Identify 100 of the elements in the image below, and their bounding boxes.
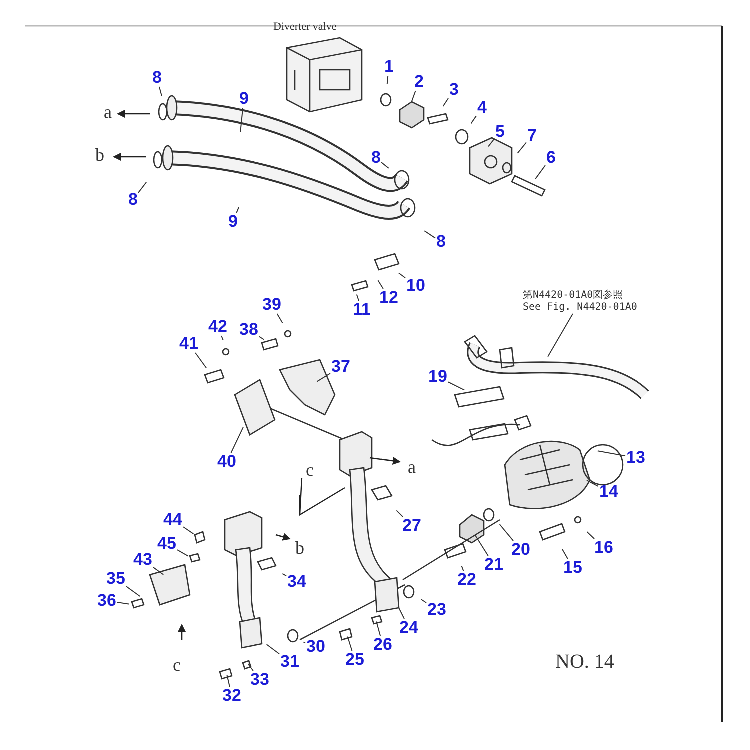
- callout-number: 11: [352, 301, 372, 319]
- callout-number: 31: [280, 653, 300, 671]
- leader-line: [236, 206, 240, 214]
- view-letter: a: [104, 102, 112, 122]
- leader-line: [488, 138, 495, 148]
- leader-line: [424, 230, 436, 239]
- leader-line: [548, 314, 574, 358]
- callout-number: 12: [378, 289, 400, 307]
- leader-line: [420, 599, 427, 604]
- leader-line: [240, 108, 244, 133]
- leader-line: [398, 606, 405, 620]
- callout-number: 4: [476, 99, 488, 117]
- callout-number: 1: [384, 58, 395, 76]
- callout-number: 8: [152, 69, 163, 87]
- leader-line: [378, 280, 384, 290]
- callout-number: 36: [96, 592, 118, 610]
- leader-line: [259, 336, 265, 340]
- reference-note: 第N4420-01A0図参照: [523, 290, 624, 302]
- callout-number: 8: [436, 233, 447, 251]
- callout-number: 39: [262, 296, 282, 314]
- callout-number: 45: [156, 535, 178, 553]
- callout-number: 25: [344, 651, 366, 669]
- callout-number: 9: [228, 213, 239, 231]
- leader-line: [398, 272, 406, 279]
- leader-line: [195, 352, 207, 369]
- callout-number: 13: [626, 449, 646, 467]
- callout-number: 22: [456, 571, 478, 589]
- callout-number: 9: [238, 90, 250, 108]
- figure-number: NO. 14: [556, 650, 614, 674]
- view-letter: b: [296, 538, 304, 558]
- callout-number: 38: [238, 321, 260, 339]
- leader-line: [597, 450, 626, 457]
- callout-number: 44: [162, 511, 184, 529]
- reference-note: See Fig. N4420-01A0: [523, 302, 638, 314]
- callout-number: 8: [128, 191, 139, 209]
- leader-line: [126, 586, 141, 597]
- leader-line: [230, 426, 244, 454]
- leader-line: [183, 526, 194, 535]
- leader-line: [248, 664, 254, 672]
- leader-line: [474, 534, 489, 556]
- callout-number: 21: [484, 556, 504, 574]
- callout-number: 41: [178, 335, 200, 353]
- callout-number: 37: [330, 358, 352, 376]
- leader-line: [499, 524, 514, 542]
- leader-line: [226, 674, 230, 688]
- callout-number: 43: [132, 551, 154, 569]
- callout-number: 3: [448, 81, 460, 99]
- callout-number: 32: [222, 687, 242, 705]
- callout-number: 15: [562, 559, 584, 577]
- leader-line: [158, 86, 162, 97]
- callout-number: 19: [428, 368, 448, 386]
- callout-number: 35: [106, 570, 126, 588]
- leader-line: [586, 532, 596, 540]
- leader-line: [517, 142, 527, 154]
- leader-line: [356, 294, 360, 302]
- callout-number: 6: [546, 149, 557, 167]
- callout-number: 2: [414, 73, 425, 91]
- callout-number: 40: [216, 453, 238, 471]
- callout-number: 34: [286, 573, 308, 591]
- leader-line: [316, 373, 331, 382]
- leader-line: [282, 573, 287, 577]
- drawing-caption: Diverter valve: [274, 21, 337, 33]
- leader-line: [535, 165, 546, 180]
- callout-number: 27: [402, 517, 422, 535]
- leader-line: [117, 602, 130, 605]
- callout-number: 42: [208, 318, 228, 336]
- callout-number: 30: [306, 638, 326, 656]
- callout-number: 8: [370, 149, 382, 167]
- leader-line: [381, 162, 390, 169]
- leader-line: [448, 382, 466, 391]
- leader-line: [396, 510, 404, 518]
- callout-number: 14: [598, 483, 620, 501]
- leader-line: [442, 98, 449, 108]
- leader-line: [138, 182, 148, 194]
- callout-number: 33: [250, 671, 270, 689]
- view-letter: c: [173, 654, 181, 676]
- view-letter: b: [96, 144, 104, 166]
- callout-number: 7: [526, 127, 538, 145]
- callout-number: 24: [398, 619, 420, 637]
- leader-line: [411, 90, 416, 103]
- leader-line: [221, 336, 224, 341]
- leader-line: [470, 116, 477, 124]
- callout-number: 20: [510, 541, 532, 559]
- leader-line: [376, 621, 382, 636]
- leader-line: [386, 76, 389, 85]
- callout-number: 26: [372, 636, 394, 654]
- leader-line: [276, 314, 284, 324]
- leader-line: [461, 566, 464, 572]
- leader-line: [266, 644, 280, 655]
- view-letter: a: [408, 456, 416, 478]
- leader-line: [586, 480, 599, 488]
- leader-line: [303, 642, 306, 644]
- leader-line: [347, 636, 353, 652]
- view-letter: c: [306, 460, 314, 480]
- callout-number: 5: [494, 123, 506, 141]
- leader-line: [562, 548, 568, 560]
- callout-number: 23: [426, 601, 448, 619]
- callout-number: 10: [406, 277, 426, 295]
- leader-line: [177, 550, 189, 557]
- leader-line: [153, 567, 164, 576]
